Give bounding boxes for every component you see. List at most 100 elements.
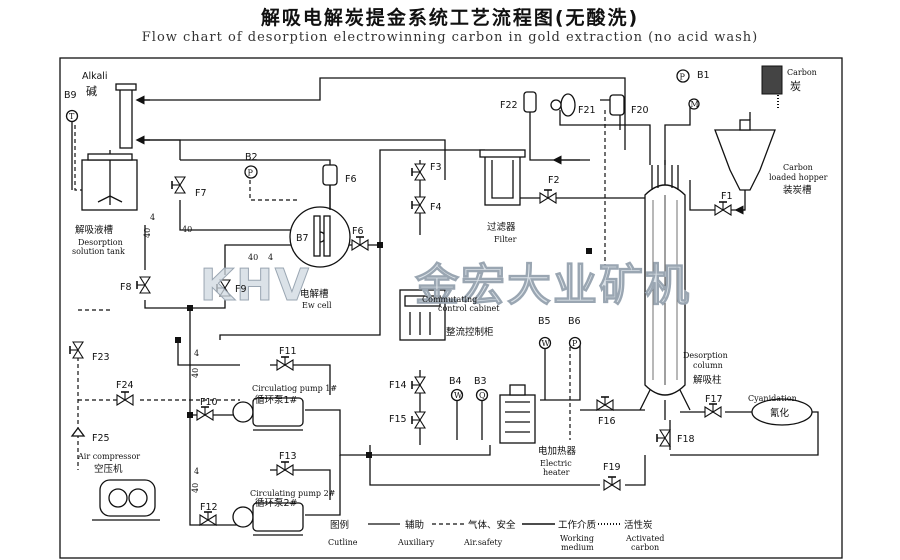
svg-text:M: M — [691, 100, 699, 109]
label-f16: F16 — [598, 416, 616, 427]
label-dn40-b: 40 — [248, 253, 258, 262]
label-alkali-cn: 碱 — [86, 85, 97, 98]
electric-heater — [499, 384, 536, 444]
f19-valve-icon[interactable] — [603, 476, 621, 491]
desorption-column — [639, 160, 691, 420]
label-f6-safety: F6 — [345, 174, 357, 185]
label-f14: F14 — [389, 380, 407, 391]
f13-valve-icon[interactable] — [276, 461, 294, 476]
f7-valve-icon[interactable] — [171, 176, 186, 194]
label-carbon-en: Carbon — [787, 68, 817, 77]
legend-carbon-cn: 活性炭 — [624, 519, 653, 531]
b3-flow-meter-icon: Q — [475, 388, 489, 440]
b9-thermometer-icon: T — [65, 109, 79, 190]
legend-working-en2: medium — [561, 543, 594, 552]
legend-working-en1: Working — [560, 534, 594, 543]
f3-valve-icon[interactable] — [411, 163, 426, 181]
f17-valve-icon[interactable] — [704, 403, 722, 418]
b5-gauge-icon: W — [538, 336, 552, 400]
svg-text:W: W — [542, 339, 551, 348]
svg-text:金宏大业矿机: 金宏大业矿机 — [414, 260, 691, 311]
label-filter-en: Filter — [494, 235, 517, 244]
svg-text:P: P — [248, 169, 254, 178]
label-carbon-cn: 炭 — [790, 80, 801, 93]
f12-valve-icon[interactable] — [199, 511, 217, 526]
label-f11: F11 — [279, 346, 297, 357]
f10-valve-icon[interactable] — [196, 406, 214, 421]
label-f2: F2 — [548, 175, 560, 186]
f15-valve-icon[interactable] — [411, 411, 426, 429]
label-pump2-cn: 循环泵2# — [255, 497, 298, 509]
b1-pressure-gauge-icon: P M — [676, 69, 700, 110]
f16-valve-icon[interactable] — [596, 396, 614, 411]
label-b2: B2 — [245, 152, 258, 163]
b6-pressure-gauge-icon: P — [568, 336, 582, 350]
label-b7: B7 — [296, 233, 309, 244]
label-comp-cn: 空压机 — [94, 463, 123, 475]
label-pump2-en: Circulating pump 2# — [250, 489, 336, 498]
svg-text:P: P — [572, 339, 578, 348]
circulation-pump-2 — [232, 502, 304, 536]
label-f15: F15 — [389, 414, 407, 425]
label-f17: F17 — [705, 394, 723, 405]
f20-safety-valve-icon — [609, 94, 625, 116]
f11-valve-icon[interactable] — [276, 356, 294, 371]
label-b5: B5 — [538, 316, 551, 327]
label-dn40-c: 40 — [191, 368, 200, 378]
label-pump1-cn: 循环泵1# — [255, 394, 298, 406]
f4-valve-icon[interactable] — [411, 196, 426, 214]
f1-valve-icon[interactable] — [714, 201, 732, 216]
f18-valve-icon[interactable] — [656, 429, 671, 447]
label-f19: F19 — [603, 462, 621, 473]
carbon-loaded-hopper — [714, 112, 776, 191]
svg-text:Q: Q — [479, 391, 486, 400]
label-dn4-b: 4 — [268, 253, 273, 262]
legend: 图例 Cutline 辅助 Auxiliary 气体、安全 Air.safety… — [328, 519, 664, 552]
frame-border — [59, 57, 843, 559]
flow-arrows — [135, 95, 745, 215]
label-f1: F1 — [721, 191, 733, 202]
commutating-control-cabinet — [399, 289, 446, 341]
f6-safety-valve-icon — [322, 164, 338, 210]
label-dn40-a: 40 — [143, 228, 152, 238]
label-tank-en2: solution tank — [72, 247, 125, 256]
f2-valve-icon[interactable] — [539, 189, 557, 204]
label-dn4-c: 4 — [194, 349, 199, 358]
f6-valve-icon[interactable] — [351, 236, 369, 251]
legend-title-cn: 图例 — [330, 519, 349, 531]
svg-text:KHV: KHV — [200, 260, 311, 311]
f21-valve-icon — [550, 93, 576, 117]
label-f24: F24 — [116, 380, 134, 391]
label-f13: F13 — [279, 451, 297, 462]
alkali-tank — [115, 83, 137, 149]
label-b1: B1 — [697, 70, 710, 81]
svg-text:P: P — [680, 73, 686, 82]
f22-valve-icon — [523, 91, 537, 113]
label-f10: F10 — [200, 397, 218, 408]
f24-valve-icon[interactable] — [116, 391, 134, 406]
legend-carbon-en1: Activated — [625, 534, 664, 543]
label-tank-cn: 解吸液槽 — [75, 224, 114, 236]
label-f23: F23 — [92, 352, 110, 363]
ew-cell — [289, 206, 351, 268]
f23-valve-icon[interactable] — [69, 341, 84, 359]
air-compressor — [92, 479, 160, 521]
f8-valve-icon[interactable] — [136, 276, 151, 294]
f25-air-filter-icon — [70, 426, 86, 437]
label-f6-valve: F6 — [352, 226, 364, 237]
f14-valve-icon[interactable] — [411, 376, 426, 394]
label-dn40-e: 40 — [182, 225, 192, 234]
label-dn4-a: 4 — [150, 213, 155, 222]
label-cabinet-cn: 整流控制柜 — [446, 326, 494, 338]
label-column-en2: column — [693, 361, 723, 370]
label-column-cn: 解吸柱 — [693, 374, 722, 386]
label-tank-en1: Desorption — [78, 238, 123, 247]
label-heater-cn: 电加热器 — [538, 445, 577, 457]
label-hopper-en2: loaded hopper — [769, 173, 828, 182]
pipe-junctions — [175, 242, 592, 458]
svg-text:W: W — [454, 391, 463, 400]
label-f12: F12 — [200, 502, 218, 513]
label-alkali-en: Alkali — [82, 71, 108, 82]
label-pump1-en: Circulatiog pump 1# — [252, 384, 337, 393]
b4-thermometer-icon: W — [450, 388, 464, 440]
